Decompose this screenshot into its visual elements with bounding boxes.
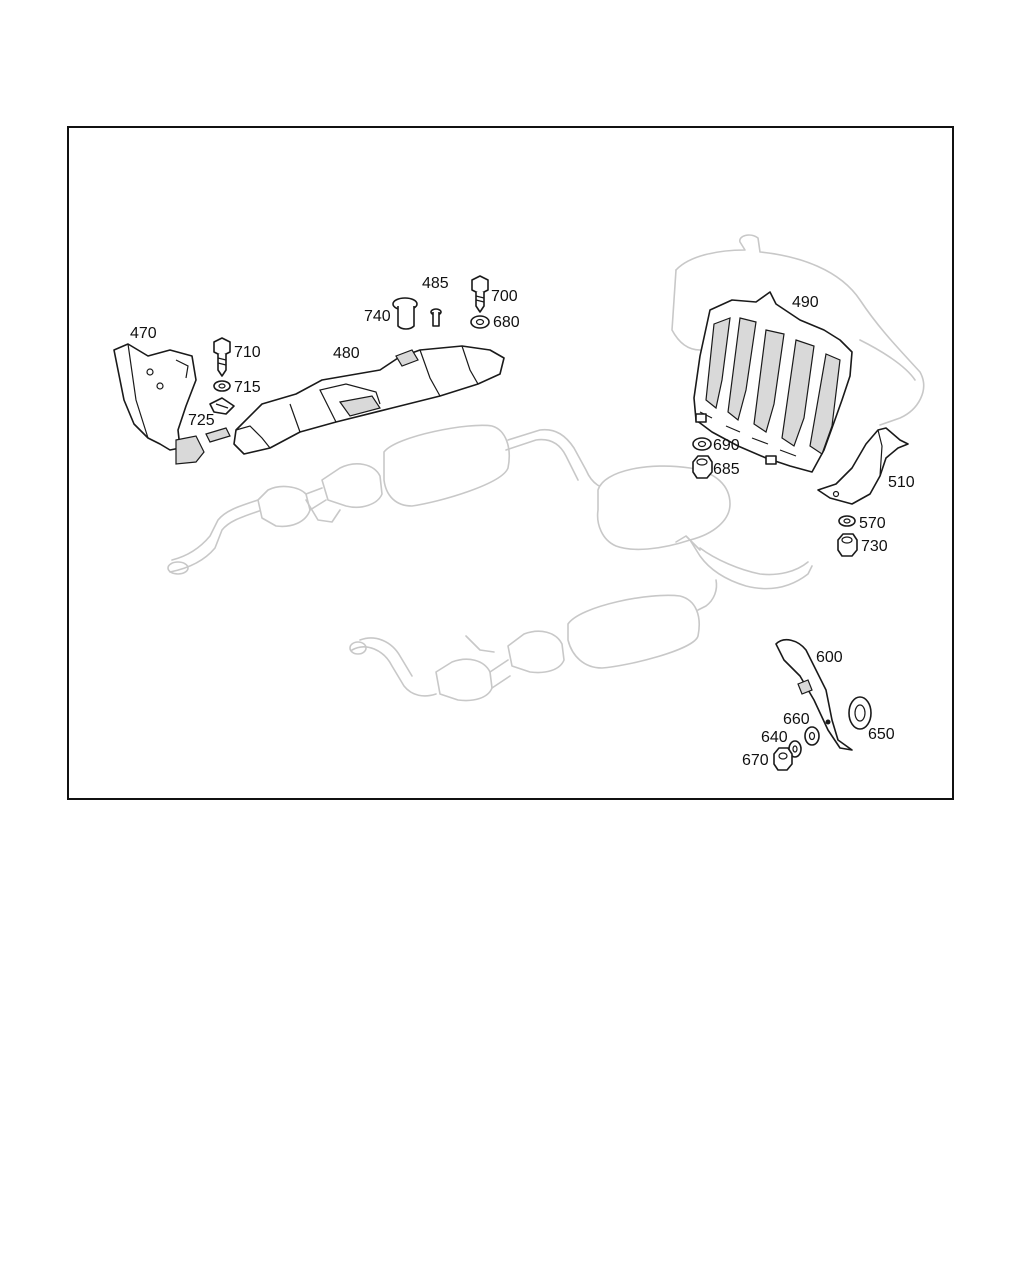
callout-labels: 470 480 485 740 700 680 710 715 725 490 … <box>130 275 915 769</box>
callout-650: 650 <box>868 726 895 743</box>
callout-715: 715 <box>234 379 261 396</box>
fastener-485-rivet <box>430 308 442 327</box>
callout-685: 685 <box>713 461 740 478</box>
fastener-730-nut <box>837 533 858 557</box>
diagram-frame <box>67 126 954 800</box>
fastener-670-nut <box>773 747 793 771</box>
part-490-heat-shield <box>693 291 853 473</box>
fastener-715-washer <box>213 380 231 392</box>
fastener-690-washer <box>692 437 712 451</box>
callout-485: 485 <box>422 275 449 292</box>
part-480-heat-shield <box>205 345 505 455</box>
fastener-685-nut <box>692 455 713 479</box>
callout-480: 480 <box>333 345 360 362</box>
callout-470: 470 <box>130 325 157 342</box>
callout-710: 710 <box>234 344 261 361</box>
fastener-680-washer <box>470 315 490 329</box>
part-510-bracket <box>817 427 909 505</box>
exhaust-system-ghost <box>167 234 925 702</box>
callout-725: 725 <box>188 412 215 429</box>
fastener-710-bolt <box>213 337 231 377</box>
callout-730: 730 <box>861 538 888 555</box>
callout-660: 660 <box>783 711 810 728</box>
callout-700: 700 <box>491 288 518 305</box>
fastener-700-bolt <box>471 275 489 313</box>
fastener-650-rubber-mount <box>848 696 872 730</box>
callout-570: 570 <box>859 515 886 532</box>
fastener-740-grommet <box>392 297 418 330</box>
fastener-570-washer <box>838 515 856 527</box>
fastener-660-washer <box>804 726 820 746</box>
callout-670: 670 <box>742 752 769 769</box>
part-470-heat-shield <box>113 343 205 465</box>
callout-680: 680 <box>493 314 520 331</box>
callout-490: 490 <box>792 294 819 311</box>
callout-690: 690 <box>713 437 740 454</box>
callout-740: 740 <box>364 308 391 325</box>
fastener-725-clip <box>209 397 235 415</box>
callout-510: 510 <box>888 474 915 491</box>
callout-640: 640 <box>761 729 788 746</box>
part-600-hanger <box>775 638 853 751</box>
callout-600: 600 <box>816 649 843 666</box>
